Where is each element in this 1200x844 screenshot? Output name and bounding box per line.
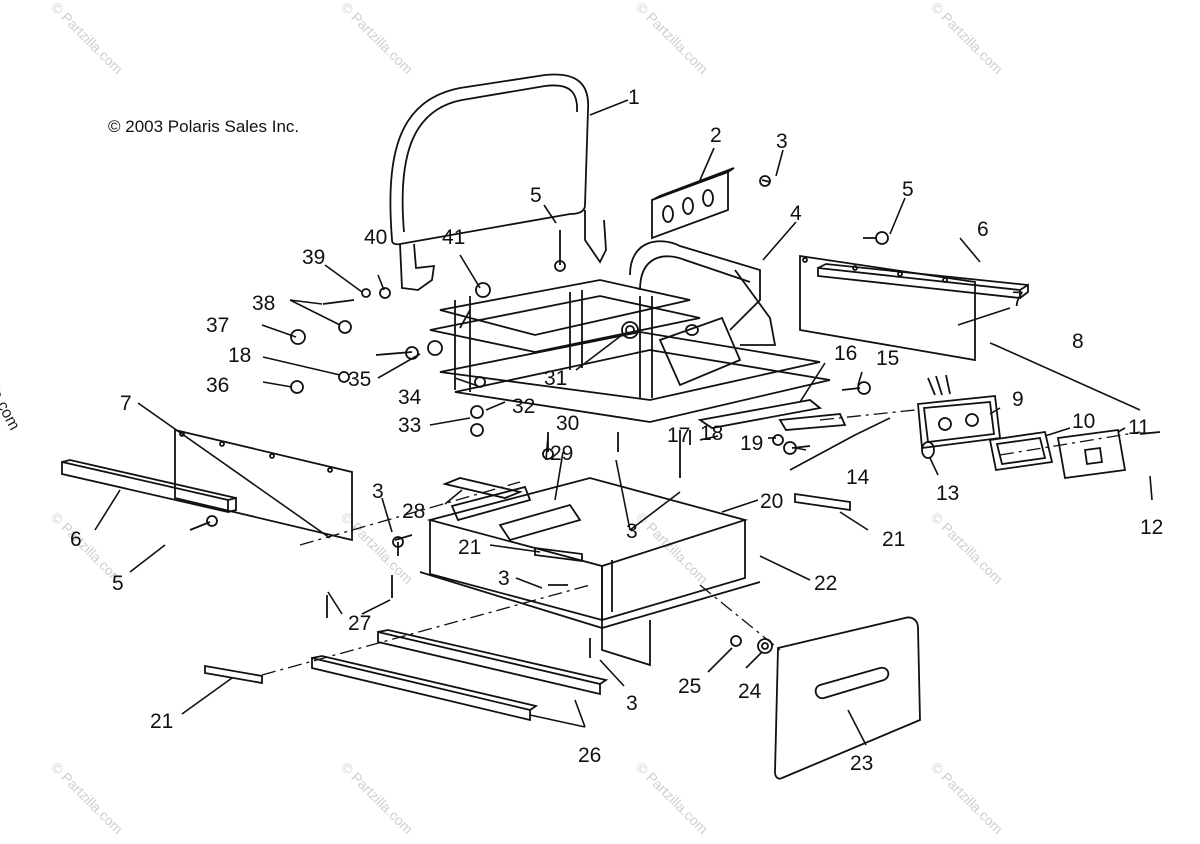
callout-6: 6 — [977, 218, 989, 241]
callout-36: 36 — [206, 374, 229, 397]
right-rail-part — [817, 263, 1029, 300]
callout-34: 34 — [398, 386, 422, 409]
callout-39: 39 — [302, 246, 325, 269]
callout-26: 26 — [578, 744, 601, 767]
callout-27: 27 — [348, 612, 371, 635]
callout-28: 28 — [402, 500, 425, 523]
tail-light-part — [917, 374, 1127, 480]
callout-21: 21 — [458, 536, 481, 559]
callout-5: 5 — [902, 178, 914, 201]
callout-6: 6 — [70, 528, 82, 551]
callout-31: 31 — [544, 367, 567, 390]
runner-26-part — [311, 629, 609, 722]
callout-18: 18 — [700, 422, 723, 445]
callout-5: 5 — [530, 184, 542, 207]
callout-3: 3 — [626, 520, 638, 543]
phantom-lines — [261, 409, 1141, 676]
bracket-16-part — [697, 399, 847, 431]
callout-8: 8 — [1072, 330, 1084, 353]
callout-5: 5 — [112, 572, 124, 595]
callout-7: 7 — [1012, 288, 1024, 311]
callout-4: 4 — [790, 202, 802, 225]
callout-10: 10 — [1072, 410, 1095, 433]
left-panel-part — [174, 428, 353, 542]
copyright-notice: © 2003 Polaris Sales Inc. — [108, 117, 300, 136]
callout-2: 2 — [710, 124, 722, 147]
right-panel-part — [799, 254, 976, 362]
callout-1: 1 — [628, 86, 640, 109]
left-rail-part — [61, 459, 237, 514]
callout-14: 14 — [846, 466, 870, 489]
callout-21: 21 — [882, 528, 905, 551]
callout-19: 19 — [740, 432, 763, 455]
callout-38: 38 — [252, 292, 275, 315]
backrest-part — [389, 73, 607, 291]
callout-3: 3 — [626, 692, 638, 715]
callout-16: 16 — [834, 342, 857, 365]
callout-20: 20 — [760, 490, 783, 513]
callout-13: 13 — [936, 482, 959, 505]
callout-41: 41 — [442, 226, 465, 249]
callout-24: 24 — [738, 680, 762, 703]
callout-3: 3 — [372, 480, 384, 503]
decal-21-part — [204, 492, 851, 685]
callout-3: 3 — [498, 567, 510, 590]
callout-7: 7 — [120, 392, 132, 415]
callout-30: 30 — [556, 412, 579, 435]
callout-40: 40 — [364, 226, 387, 249]
leader-lines — [94, 99, 1153, 746]
storage-box-part — [419, 477, 761, 667]
callout-32: 32 — [512, 395, 535, 418]
nut-31-part — [621, 321, 639, 339]
callout-37: 37 — [206, 314, 229, 337]
callout-18: 18 — [228, 344, 251, 367]
mud-flap-part — [774, 616, 921, 780]
callout-22: 22 — [814, 572, 837, 595]
strip-28-part — [442, 477, 523, 499]
rack-frame-part — [429, 240, 831, 423]
callout-3: 3 — [776, 130, 788, 153]
callout-29: 29 — [550, 442, 573, 465]
callout-9: 9 — [1012, 388, 1024, 411]
callout-17: 17 — [667, 424, 690, 447]
callout-35: 35 — [348, 368, 371, 391]
callout-21: 21 — [150, 710, 173, 733]
bracket-part — [651, 167, 735, 240]
fasteners-part — [189, 175, 1161, 658]
callout-15: 15 — [876, 347, 899, 370]
callout-labels: 1 2 3 4 5 5 6 7 8 9 10 11 12 13 14 15 16… — [70, 86, 1163, 775]
callout-23: 23 — [850, 752, 873, 775]
callout-25: 25 — [678, 675, 701, 698]
callout-33: 33 — [398, 414, 421, 437]
callout-12: 12 — [1140, 516, 1163, 539]
callout-11: 11 — [1128, 416, 1150, 439]
